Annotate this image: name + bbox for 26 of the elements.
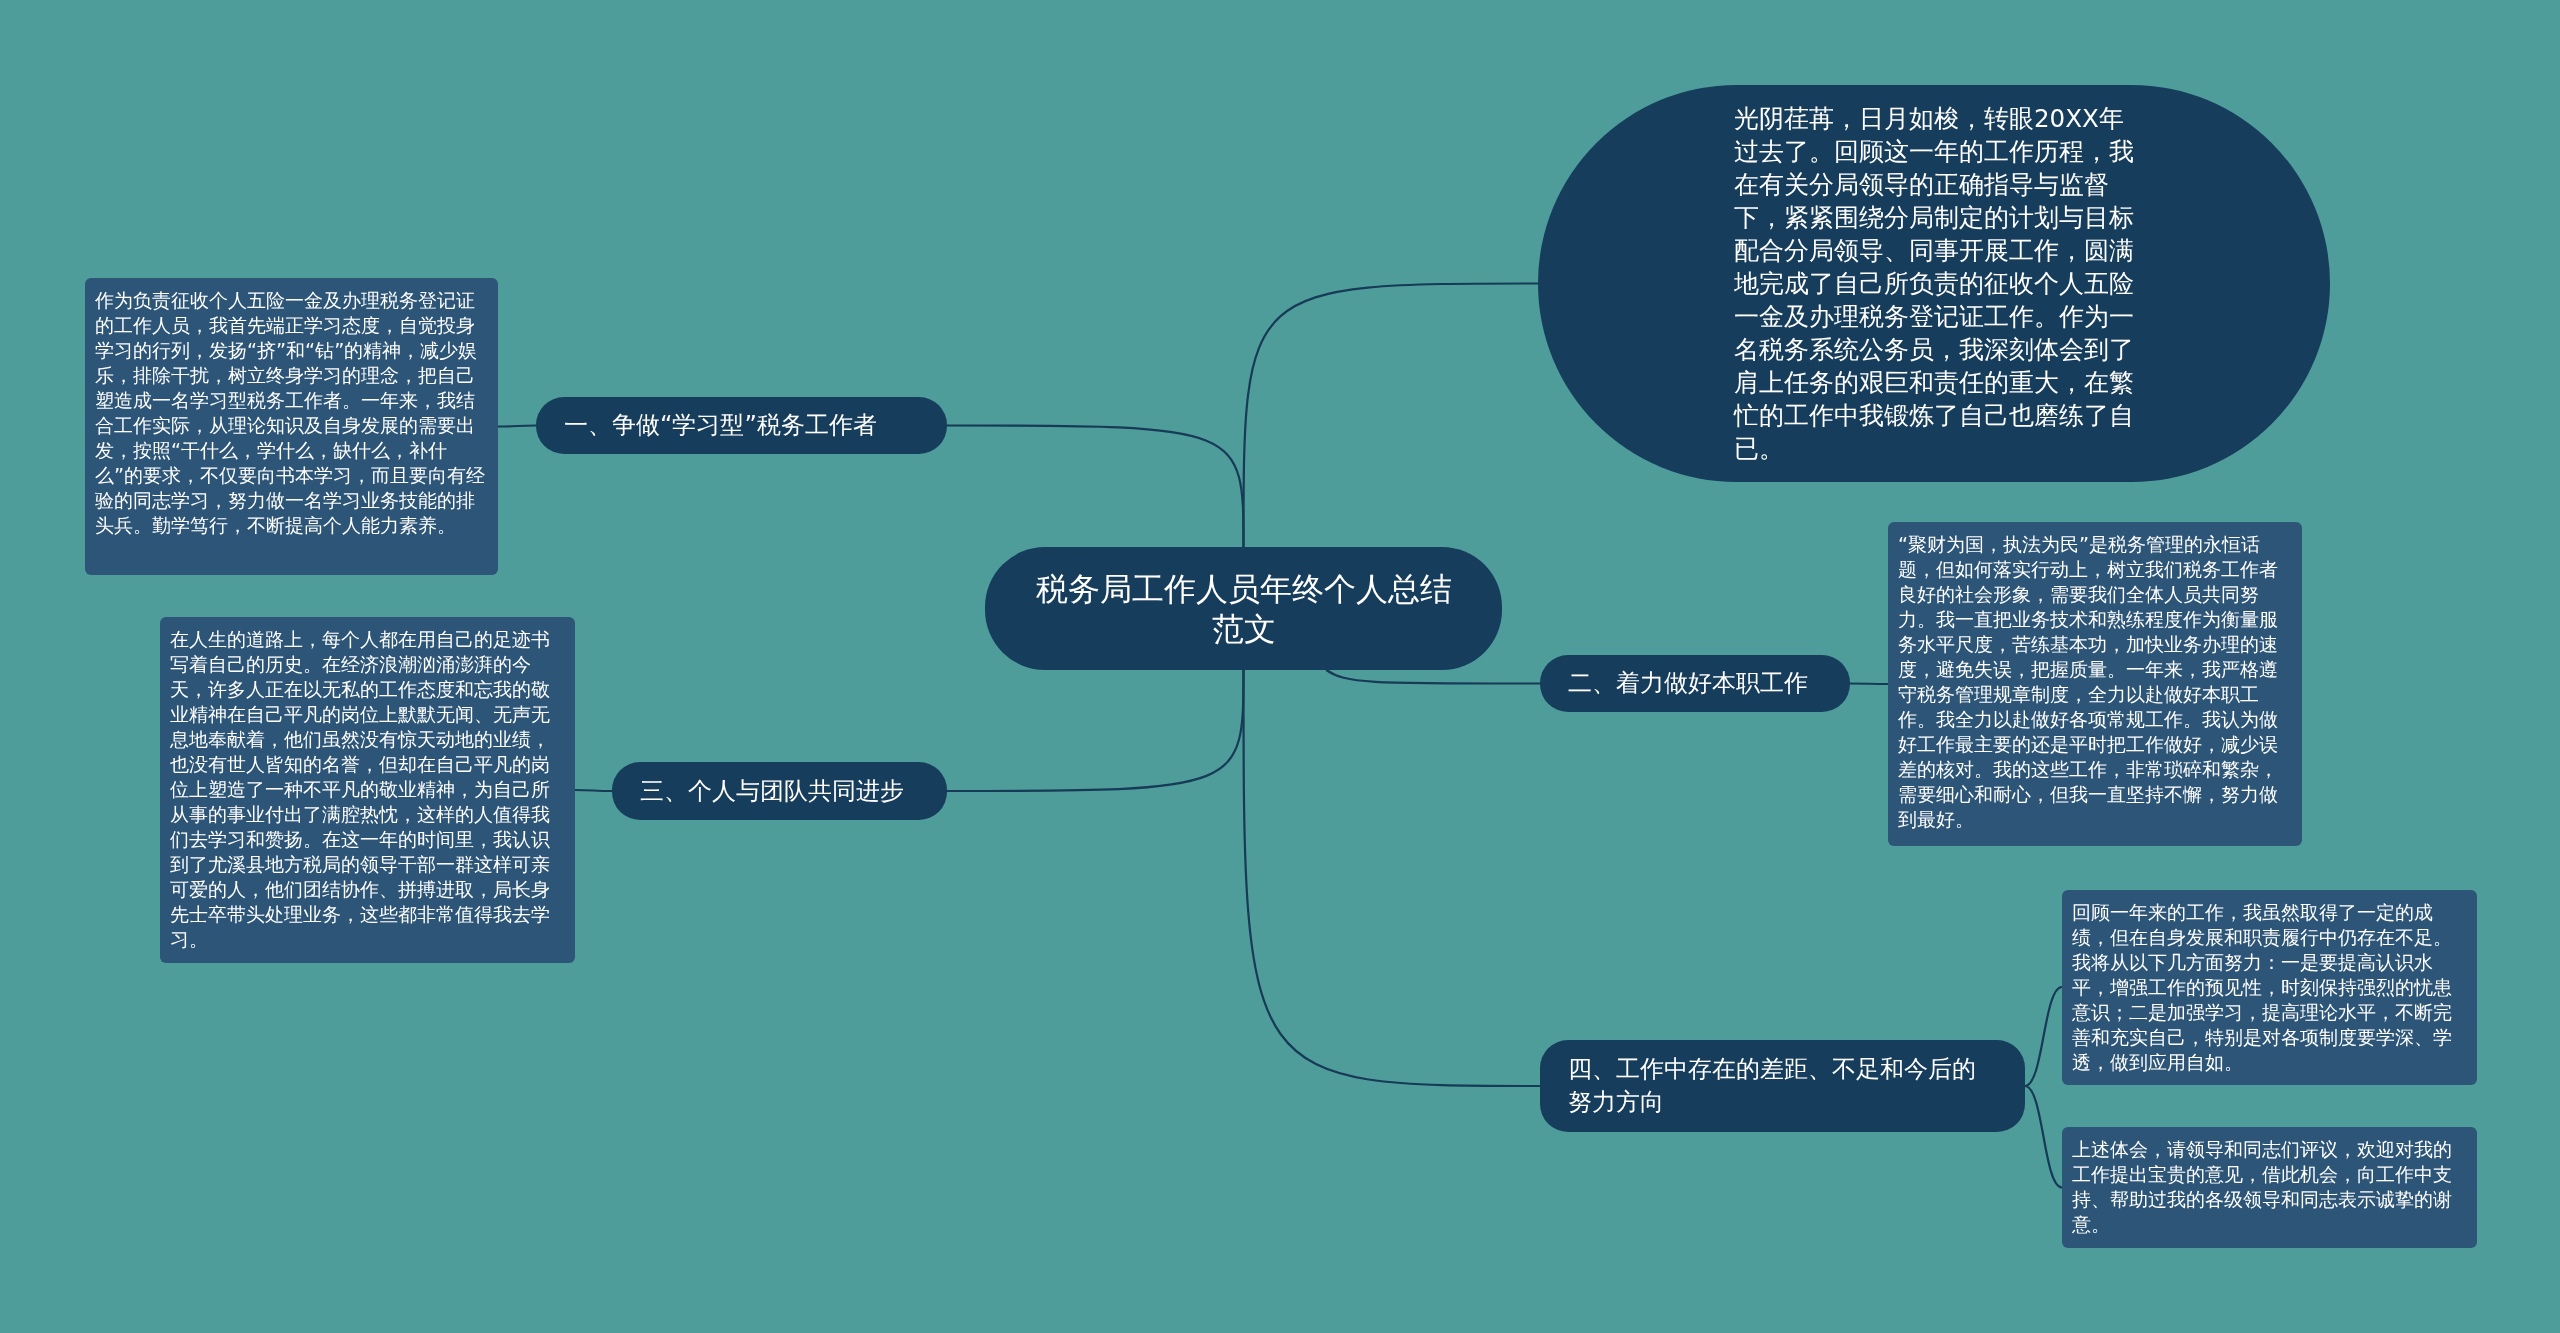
- topic-text: “聚财为国，执法为民”是税务管理的永恒话题，但如何落实行动上，树立我们税务工作者良好的社会形象，需要我们全体人员共同努力。我一直把业务技术和熟练程度作为衡量服务水平尺度，苦练基本功，加快业务办理的速度，避免失误，把握质量。一年来，我严格遵守税务管理规章制度，全力以赴做好本职工作。我全力以赴做好各项常规工作。我认为做好工作最主要的还是平时把工作做好，减少误差的核对。我的这些工作，非常琐碎和繁杂，需要细心和耐心，但我一直坚持不懈，努力做到最好。: [1898, 532, 2279, 832]
- detail-note: [2062, 890, 2477, 1085]
- topic-text: 一、争做“学习型”税务工作者: [564, 410, 877, 441]
- topic-text: 二、着力做好本职工作: [1568, 668, 1808, 699]
- connector-line: [1242, 670, 1540, 1088]
- connector-line: [498, 424, 536, 428]
- topic-text: 税务局工作人员年终个人总结范文: [1034, 568, 1453, 649]
- topic-text: 上述体会，请领导和同志们评议，欢迎对我的工作提出宝贵的意见，借此机会，向工作中支持、帮助过我的各级领导和同志表示诚挚的谢意。: [2072, 1137, 2453, 1237]
- topic-text: 三、个人与团队共同进步: [640, 775, 904, 807]
- topic-text: 四、工作中存在的差距、不足和今后的努力方向: [1568, 1054, 1977, 1118]
- branch-topic: [536, 397, 947, 454]
- connector-line: [2024, 986, 2063, 1087]
- topic-text: 作为负责征收个人五险一金及办理税务登记证的工作人员，我首先端正学习态度，自觉投身学习的行列，发扬“挤”和“钻”的精神，减少娱乐，排除干扰，树立终身学习的理念，把自己塑造成一名学习型税务工作者。一年来，我结合工作实际，从理论知识及自身发展的需要出发，按照“干什么，学什么，缺什么，补什么”的要求，不仅要向书本学习，而且要向有经验的同志学习，努力做一名学习业务技能的排头兵。勤学笃行，不断提高个人能力素养。: [95, 288, 487, 538]
- branch-topic: [1540, 655, 1850, 712]
- connector-line: [2024, 1085, 2063, 1189]
- detail-note: [2062, 1127, 2477, 1248]
- connector-line: [947, 424, 1245, 547]
- connector-line: [1850, 682, 1888, 686]
- connector-line: [575, 788, 612, 793]
- topic-text: 在人生的道路上，每个人都在用自己的足迹书写着自己的历史。在经济浪潮汹涌澎湃的今天，许多人正在以无私的工作态度和忘我的敬业精神在自己平凡的岗位上默默无闻、无声无息地奉献着，他们虽然没有惊天动地的业绩，也没有世人皆知的名誉，但却在自己平凡的岗位上塑造了一种不平凡的敬业精神，为自己所从事的事业付出了满腔热忱，这样的人值得我们去学习和赞扬。在这一年的时间里，我认识到了尤溪县地方税局的领导干部一群这样可亲可爱的人，他们团结协作、拼搏进取，局长身先士卒带头处理业务，这些都非常值得我去学习。: [170, 627, 551, 952]
- branch-topic: [612, 762, 947, 820]
- detail-note: [85, 278, 498, 575]
- branch-topic: [1540, 1040, 2025, 1132]
- connector-line: [1325, 669, 1540, 685]
- topic-text: 光阴荏苒，日月如梭，转眼20XX年过去了。回顾这一年的工作历程，我在有关分局领导的正确指导与监督下，紧紧围绕分局制定的计划与目标配合分局领导、同事开展工作，圆满地完成了自己所负责的征收个人五险一金及办理税务登记证工作。作为一名税务系统公务员，我深刻体会到了肩上任务的艰巨和责任的重大，在繁忙的工作中我锻炼了自己也磨练了自已。: [1734, 103, 2134, 465]
- topic-text: 回顾一年来的工作，我虽然取得了一定的成绩，但在自身发展和职责履行中仍存在不足。我将从以下几方面努力：一是要提高认识水平，增强工作的预见性，时刻保持强烈的忧患意识；二是加强学习，提高理论水平，不断完善和充实自己，特别是对各项制度要学深、学透，做到应用自如。: [2072, 900, 2453, 1075]
